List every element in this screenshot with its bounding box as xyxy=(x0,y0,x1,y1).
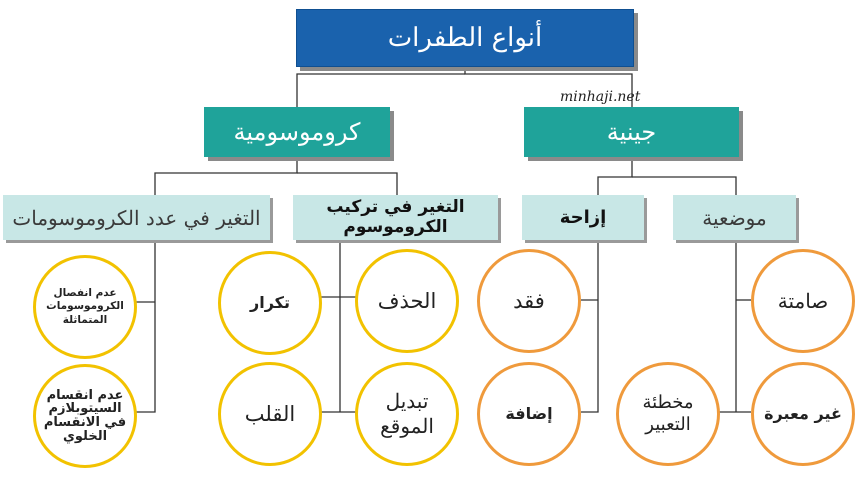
leaf-no-cytokinesis: عدم انقسام السيتوبلازم في الانقسام الخلو… xyxy=(33,364,137,468)
leaf-duplication: تكرار xyxy=(218,251,322,355)
connector-chromo-number xyxy=(154,157,298,195)
leaf-nondisjunction: عدم انفصال الكروموسومات المتماثلة xyxy=(33,255,137,359)
watermark-text: minhaji.net xyxy=(560,89,641,105)
node-frameshift: إزاحة xyxy=(522,195,644,240)
leaf-nonsense: غير معبرة xyxy=(751,362,855,466)
connector-genetic-point xyxy=(632,176,737,195)
node-number-change: التغير في عدد الكروموسومات xyxy=(3,195,270,240)
leaf-translocation: تبديل الموقع xyxy=(355,362,459,466)
connector-frameshift-trunk xyxy=(581,240,599,413)
leaf-missense: مخطئة التعبير xyxy=(616,362,720,466)
leaf-silent: صامتة xyxy=(751,249,855,353)
root-node-title: أنواع الطفرات xyxy=(296,9,634,67)
connector-root-chromosomal xyxy=(296,73,465,107)
leaf-deletion: الحذف xyxy=(355,249,459,353)
leaf-loss: فقد xyxy=(477,249,581,353)
leaf-insertion: إضافة xyxy=(477,362,581,466)
node-structure-change: التغير في تركيب الكروموسوم xyxy=(293,195,498,240)
node-chromosomal: كروموسومية xyxy=(204,107,390,157)
node-genetic: جينية xyxy=(524,107,739,157)
connector-root-genetic xyxy=(464,67,633,107)
connector-chromo-structure xyxy=(297,172,398,195)
connector-genetic-frameshift xyxy=(597,157,633,195)
connector-number-trunk xyxy=(135,240,156,413)
node-point: موضعية xyxy=(673,195,796,240)
leaf-inversion: القلب xyxy=(218,362,322,466)
